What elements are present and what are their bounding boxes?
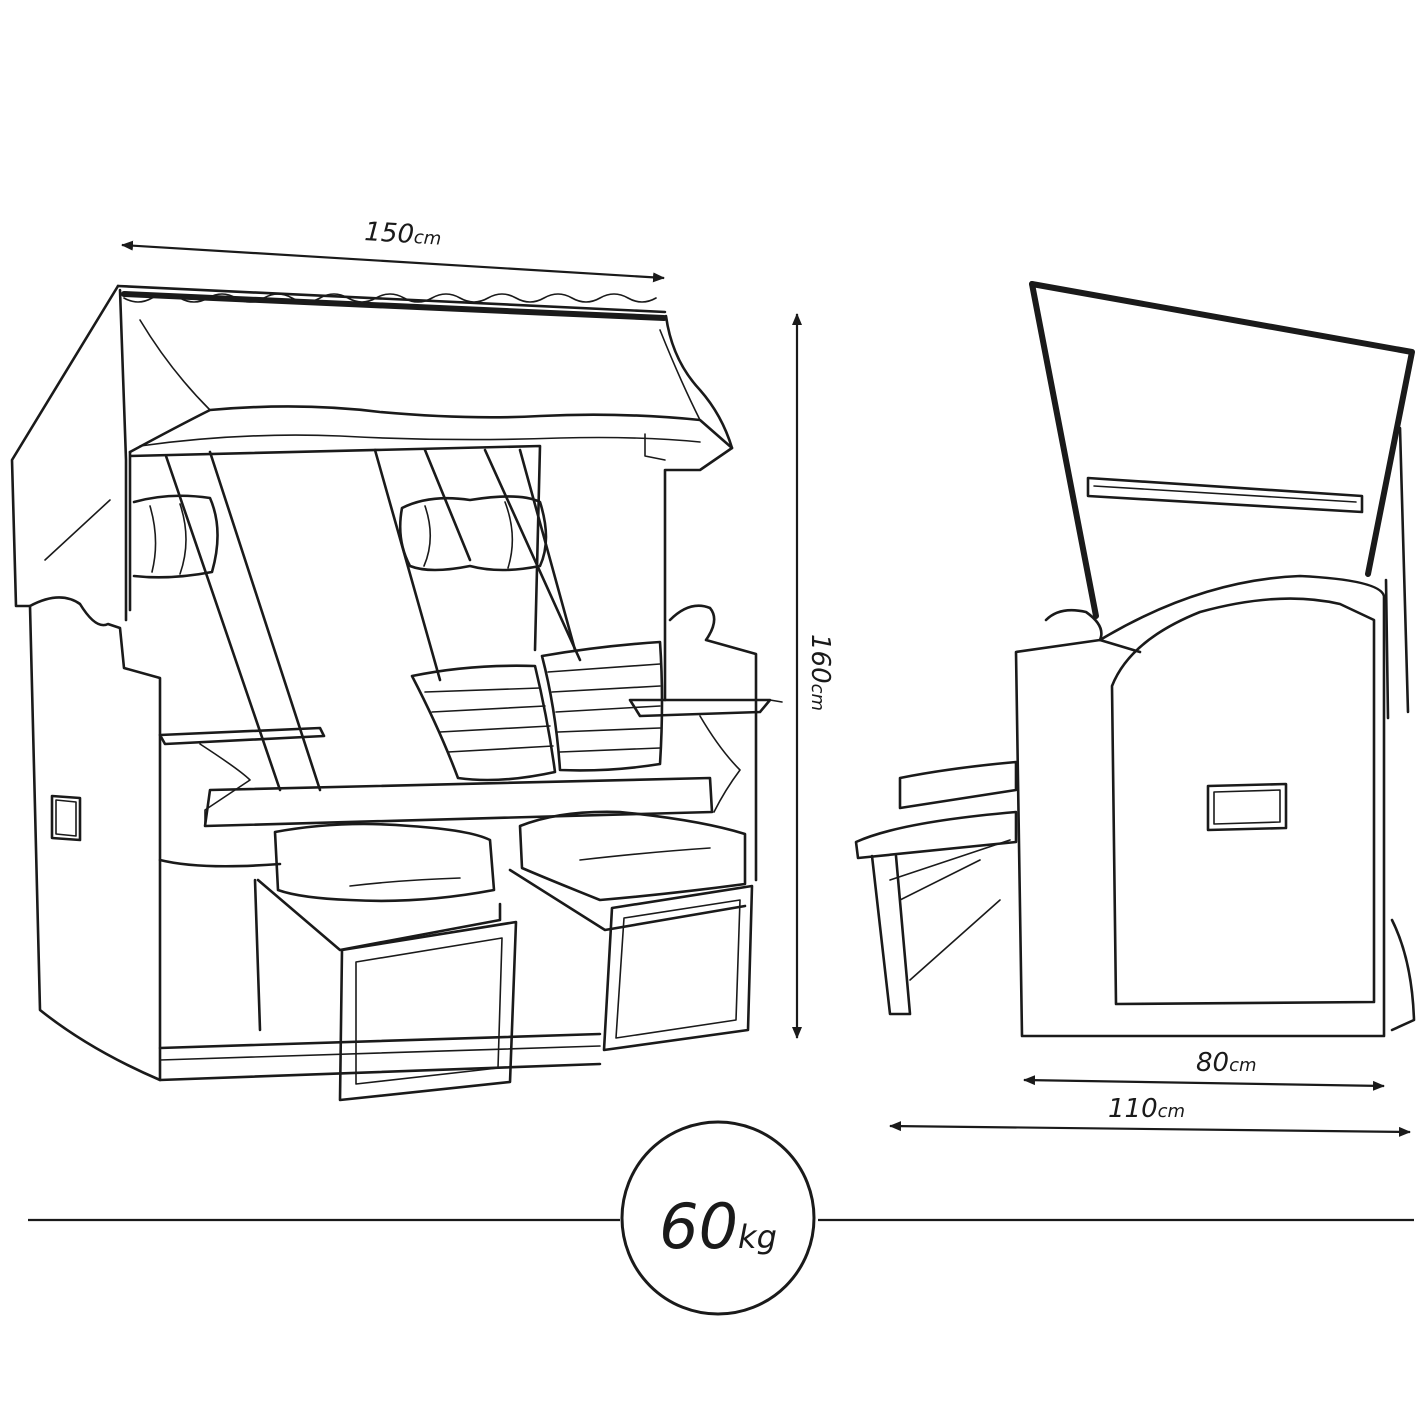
headrest-pillow-right (398, 495, 548, 572)
back-strap-2 (208, 450, 322, 792)
height-label: 160cm (805, 634, 835, 711)
back-strap-1 (164, 454, 282, 792)
back-strap-3 (373, 448, 442, 682)
side-footrest-board (854, 810, 1018, 860)
hood-side-frame (1029, 281, 1415, 577)
awning-fold-left (139, 319, 211, 411)
base-frame (158, 1032, 602, 1082)
footrest-panel-left (338, 920, 518, 1102)
width-arrow (121, 240, 665, 283)
side-footrest-leg (870, 854, 912, 1016)
side-handle-plate (1206, 782, 1288, 832)
weight-label: 60kg (659, 1190, 777, 1263)
right-side-panel (668, 604, 758, 882)
depth-extended-arrow (889, 1121, 1411, 1137)
dimension-height: 160cm (792, 313, 835, 1039)
left-handle-plate (50, 794, 82, 842)
front-view-beach-chair (10, 284, 783, 1102)
depth-label: 80cm (1196, 1048, 1257, 1078)
width-label: 150cm (364, 217, 443, 252)
headrest-pillow-left (132, 494, 219, 579)
dimension-width: 150cm (121, 217, 665, 283)
seat-bench (203, 776, 714, 828)
side-knob (1044, 608, 1103, 642)
dimension-depth: 80cm (1023, 1048, 1385, 1091)
weight-circle (620, 1120, 816, 1316)
awning-fold-right (659, 329, 701, 421)
weight-badge: 60kg (28, 1120, 1414, 1316)
hood-strut (1398, 426, 1410, 714)
right-side-table (628, 698, 772, 718)
left-side-panel (28, 596, 162, 1082)
cushion-right (540, 640, 664, 772)
side-footrest-cushion (898, 760, 1018, 810)
hood-scallop-trim (123, 293, 657, 303)
cushion-left (410, 664, 557, 782)
back-strap-6 (518, 448, 577, 652)
left-side-table (158, 726, 326, 746)
hood-front-right-edge (663, 314, 734, 702)
awning-curve (128, 405, 734, 454)
side-handle-bar (1086, 476, 1364, 514)
hood-front-left-post (118, 288, 128, 622)
side-panel-inner (1110, 597, 1376, 1006)
footrest-cushion-left (273, 822, 496, 903)
hood-slot (44, 499, 111, 561)
hood-left-side (10, 284, 120, 608)
footrest-panel-right (602, 884, 754, 1052)
back-strap-4 (423, 448, 472, 562)
hood-top-edge (116, 284, 667, 314)
depth-arrow (1023, 1075, 1385, 1091)
depth-extended-label: 110cm (1108, 1094, 1185, 1124)
dimension-depth-extended: 110cm (889, 1094, 1411, 1137)
side-view-beach-chair (854, 281, 1416, 1038)
hood-top-bar (121, 291, 667, 321)
side-body (1014, 574, 1386, 1038)
side-wheel (1390, 918, 1416, 1032)
inner-back-frame (128, 444, 542, 652)
back-strap-5 (483, 448, 582, 662)
footrest-cushion-right (518, 810, 747, 902)
awning-clip (644, 433, 666, 461)
awning-hem (139, 434, 701, 447)
